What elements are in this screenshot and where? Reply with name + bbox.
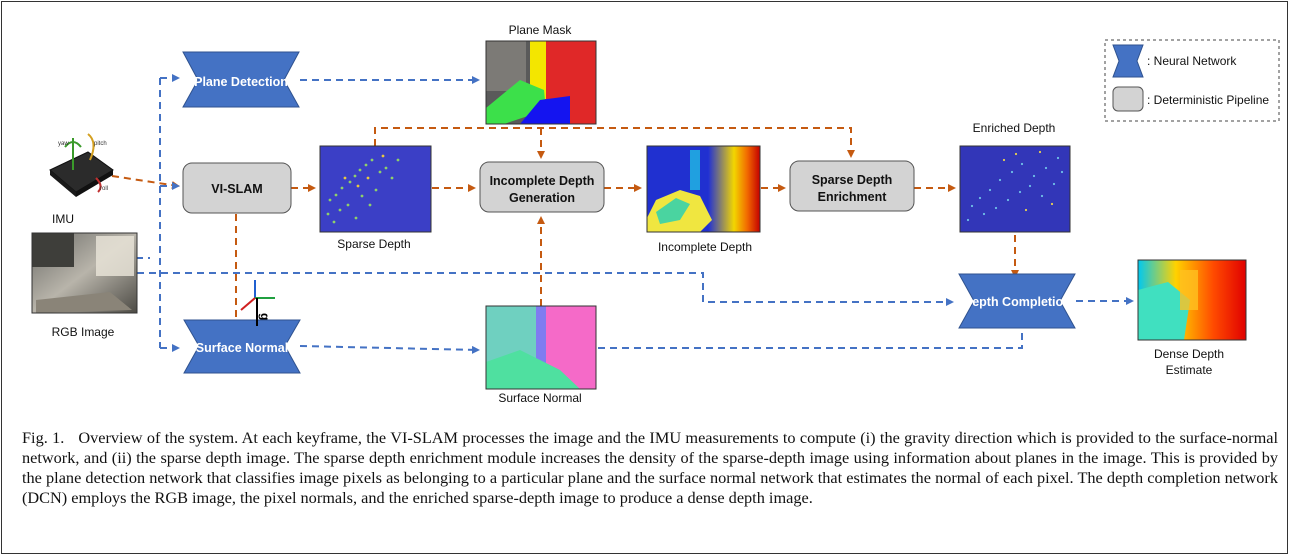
dense-depth-label-2: Estimate [1166,363,1213,377]
system-diagram: Plane Detection Surface Normal Depth Com… [31,23,1280,405]
gravity-label: g [258,313,272,320]
arrow-normalimg-to-dcn [598,316,1026,349]
enrichment-label-1: Sparse Depth [812,173,893,187]
plane-detection-network: Plane Detection [182,51,300,108]
legend-neural-icon [1112,44,1144,78]
imu-pitch-label: pitch [94,141,107,147]
rgb-image-label: RGB Image [52,325,115,339]
enrichment-label-2: Enrichment [818,190,888,204]
figure-caption: Fig. 1.Overview of the system. At each k… [22,428,1278,508]
surface-normal-image-label: Surface Normal [498,391,581,405]
surface-normal-image [485,305,597,390]
vi-slam-label: VI-SLAM [211,182,262,196]
imu-label: IMU [52,212,74,226]
depth-completion-network: Depth Completion [958,273,1076,329]
sparse-depth-label: Sparse Depth [337,237,410,251]
incomplete-gen-label-1: Incomplete Depth [490,174,595,188]
plane-mask-image [485,40,597,125]
enriched-depth-image [959,145,1071,233]
sparse-depth-enrichment-block: Sparse Depth Enrichment [789,160,915,212]
imu-roll-label: roll [100,186,108,192]
sparse-depth-image [319,145,432,233]
vi-slam-block: VI-SLAM [182,162,292,214]
arrow-sparse-to-enrich-top [374,127,855,158]
arrow-imu-to-vislam [111,175,180,190]
imu-chip-icon: yaw pitch roll [49,133,114,197]
plane-detection-label: Plane Detection [194,75,288,89]
surface-normal-network: Surface Normal [183,319,301,374]
incomplete-gen-label-2: Generation [509,191,575,205]
legend-pipeline-icon [1112,86,1144,112]
legend: : Neural Network : Deterministic Pipelin… [1104,39,1280,122]
depth-completion-label: Depth Completion [963,295,1071,309]
incomplete-depth-image [646,145,761,233]
legend-pipeline-label: : Deterministic Pipeline [1147,93,1269,107]
imu-yaw-label: yaw [58,141,69,147]
caption-text: Overview of the system. At each keyframe… [22,428,1278,507]
legend-neural-label: : Neural Network [1147,54,1237,68]
arrow-rgb-to-dcn [137,272,954,306]
figure-number: Fig. 1. [22,428,65,447]
plane-mask-label: Plane Mask [509,23,573,37]
arrow-normal-to-normalimg [299,345,480,354]
orange-arrows [111,127,1019,331]
surface-normal-net-label: Surface Normal [196,341,288,355]
dense-depth-label-1: Dense Depth [1154,347,1224,361]
incomplete-depth-label: Incomplete Depth [658,240,752,254]
dense-depth-image [1137,259,1247,341]
rgb-image [31,232,138,314]
gravity-axes-icon: g [240,280,275,326]
incomplete-depth-generation-block: Incomplete Depth Generation [479,161,605,213]
enriched-depth-label: Enriched Depth [973,121,1056,135]
